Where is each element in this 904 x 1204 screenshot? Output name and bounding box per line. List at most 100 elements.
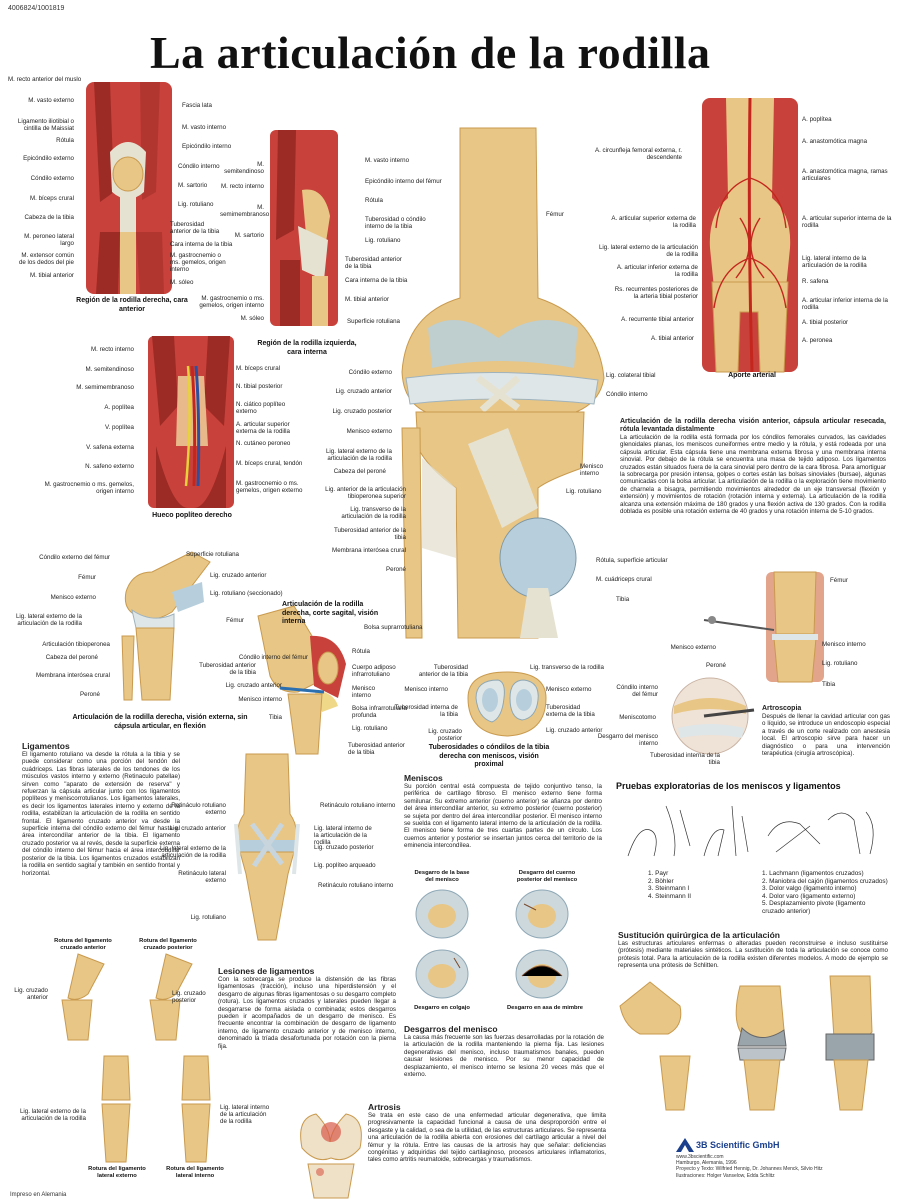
- acl-rupture-illustration: [61, 953, 105, 1041]
- meniscus-tear-bucket-illustration: [515, 949, 569, 999]
- label: Lig. rotuliano: [178, 201, 214, 208]
- label: Superficie rotuliana: [186, 551, 239, 558]
- label: Lig. lateral interno de la articulación …: [220, 1104, 270, 1125]
- label: Lig. cruzado anterior: [546, 727, 603, 734]
- label: Lig. colateral tibial: [606, 372, 656, 379]
- label: M. bíceps crural: [236, 365, 281, 372]
- label: Lig. rotuliano: [822, 660, 858, 667]
- label: Rótula, superficie articular: [596, 557, 668, 564]
- knee-flexion-illustration: [121, 551, 211, 701]
- page-title: La articulación de la rodilla: [150, 27, 711, 78]
- figure-caption: Desgarro en colgajo: [414, 1005, 470, 1011]
- exploratory-tests-illustration: [627, 805, 874, 857]
- label: M. gastrocnemio o ms. gemelos, origen in…: [170, 252, 226, 273]
- section-body: Las estructuras articulares enfermas o a…: [618, 940, 888, 970]
- label: R. safena: [802, 278, 829, 285]
- label: Tuberosidad o cóndilo interno de la tibi…: [365, 216, 426, 230]
- label: Lig. anterior de la articulación tibiope…: [325, 486, 406, 500]
- label: Desgarro del menisco interno: [597, 733, 658, 747]
- label: N. cutáneo peroneo: [236, 440, 291, 447]
- printed-note: Impreso en Alemania: [10, 1192, 67, 1198]
- label: Lig. cruzado anterior: [14, 987, 48, 1001]
- menisci-description: Meniscos Su porción central está compues…: [404, 773, 602, 850]
- meniscus-tear-posterior-illustration: [515, 889, 569, 939]
- label: Bolsa infrarrotuliana profunda: [352, 705, 408, 719]
- label: A. articular inferior externa de la rodi…: [616, 264, 698, 278]
- label: Tibia: [822, 681, 836, 688]
- section-heading: Pruebas exploratorias de los meniscos y …: [616, 781, 841, 791]
- label: Fémur: [546, 211, 564, 218]
- label: Cabeza de la tibia: [24, 214, 74, 221]
- label: A. articular inferior interna de la rodi…: [802, 297, 888, 311]
- label: Peroné: [80, 691, 100, 698]
- label: Tuberosidad externa de la tibia: [546, 704, 595, 718]
- label: M. sartorio: [178, 182, 208, 189]
- arthroscopy-illustration: [703, 571, 824, 683]
- label: Lig. cruzado anterior: [335, 388, 392, 395]
- credit-line: Hamburgo, Alemania, 1996: [676, 1160, 737, 1167]
- section-body: El ligamento rotuliano va desde la rótul…: [22, 751, 180, 877]
- label: Cóndilo externo: [30, 175, 74, 182]
- knee-sagittal-section-illustration: [257, 605, 346, 755]
- label: A. anastomótica magna, ramas articulares: [802, 168, 888, 182]
- credit-line: www.3bscientific.com: [676, 1154, 724, 1160]
- meniscus-tear-base-illustration: [415, 889, 469, 939]
- label: Cóndilo interno del fémur: [238, 654, 308, 661]
- label: Lig. rotuliano: [365, 237, 401, 244]
- label: Lig. transverso de la articulación de la…: [341, 506, 406, 520]
- label: Ligamento iliotibial o cintilla de Maiss…: [17, 118, 74, 132]
- list-item: 2. Maniobra del cajón (ligamentos cruzad…: [762, 877, 888, 885]
- label: Lig. cruzado anterior: [169, 825, 226, 832]
- label: Tuberosidad anterior de la tibia: [345, 256, 402, 270]
- brand-name: 3B Scientific GmbH: [696, 1140, 780, 1150]
- label: Menisco interno: [404, 686, 448, 693]
- figure-caption: Articulación de la rodilla derecha, visi…: [72, 714, 248, 730]
- label: Menisco externo: [670, 644, 716, 651]
- mcl-rupture-illustration: [181, 1055, 211, 1163]
- section-heading: Sustitución quirúrgica de la articulació…: [618, 930, 781, 940]
- label: Fascia lata: [182, 102, 212, 109]
- figure-caption: Articulación de la rodilla derecha, cort…: [282, 601, 379, 625]
- lcl-rupture-illustration: [101, 1055, 131, 1163]
- credit-line: Proyecto y Texto: Wilfried Hennig, Dr. J…: [676, 1166, 823, 1173]
- label: Retináculo rotuliano interno: [318, 882, 394, 889]
- list-item: 1. Lachmann (ligamentos cruzados): [762, 870, 864, 877]
- label: M. sóleo: [240, 315, 264, 322]
- label: M. extensor común de los dedos del pie: [18, 252, 74, 266]
- list-item: 5. Desplazamiento pivote (ligamento cruz…: [762, 900, 866, 915]
- figure-caption: Tuberosidades o cóndilos de la tibia der…: [428, 744, 550, 768]
- label: Cabeza del peroné: [333, 468, 386, 475]
- label: Lig. lateral externo de la articulación …: [15, 613, 82, 627]
- label: M. tibial anterior: [29, 272, 74, 279]
- label: Articulación tibioperonea: [42, 641, 110, 648]
- arthrosis-description: Artrosis Se trata en este caso de una en…: [368, 1102, 606, 1164]
- section-heading: Artroscopia: [762, 705, 802, 712]
- label: M. peroneo lateral largo: [24, 233, 74, 247]
- label: A. poplítea: [802, 116, 832, 123]
- label: Peroné: [706, 662, 726, 669]
- label: A. articular superior externa de la rodi…: [611, 215, 696, 229]
- meniscus-tears-description: Desgarros del menisco La causa más frecu…: [404, 1024, 604, 1078]
- label: A. peronea: [802, 337, 833, 344]
- label: Cuerpo adiposo infrarrotuliano: [352, 664, 396, 678]
- label: Lig. rotuliano: [566, 488, 602, 495]
- knee-anterior-illustration: [86, 82, 172, 294]
- label: Lig. lateral externo de la articulación …: [598, 244, 698, 258]
- label: Cara interna de la tibia: [345, 277, 408, 284]
- figure-caption: Rotura del ligamento cruzado posterior: [139, 938, 197, 951]
- label: Epicóndilo externo: [23, 155, 74, 162]
- label: Menisco externo: [50, 594, 96, 601]
- label: Lig. lateral externo de la articulación …: [159, 845, 226, 859]
- tests-list-left: 1. Payr 2. Böhler 3. Steinmann I 4. Stei…: [648, 870, 691, 900]
- label: Rótula: [365, 197, 383, 204]
- pcl-rupture-illustration: [149, 953, 193, 1041]
- section-heading: Ligamentos: [22, 741, 70, 751]
- label: Superficie rotuliana: [347, 318, 400, 325]
- label: V. safena externa: [86, 444, 134, 451]
- arthroscopy-description: Artroscopia Después de llenar la cavidad…: [762, 705, 890, 757]
- section-body: Su porción central está compuesta de tej…: [404, 783, 602, 850]
- label: Lig. lateral interno de la articulación …: [802, 255, 867, 269]
- section-heading: Desgarros del menisco: [404, 1024, 498, 1034]
- label: Tibia: [616, 596, 630, 603]
- label: Tuberosidad anterior de la tibia: [418, 664, 468, 678]
